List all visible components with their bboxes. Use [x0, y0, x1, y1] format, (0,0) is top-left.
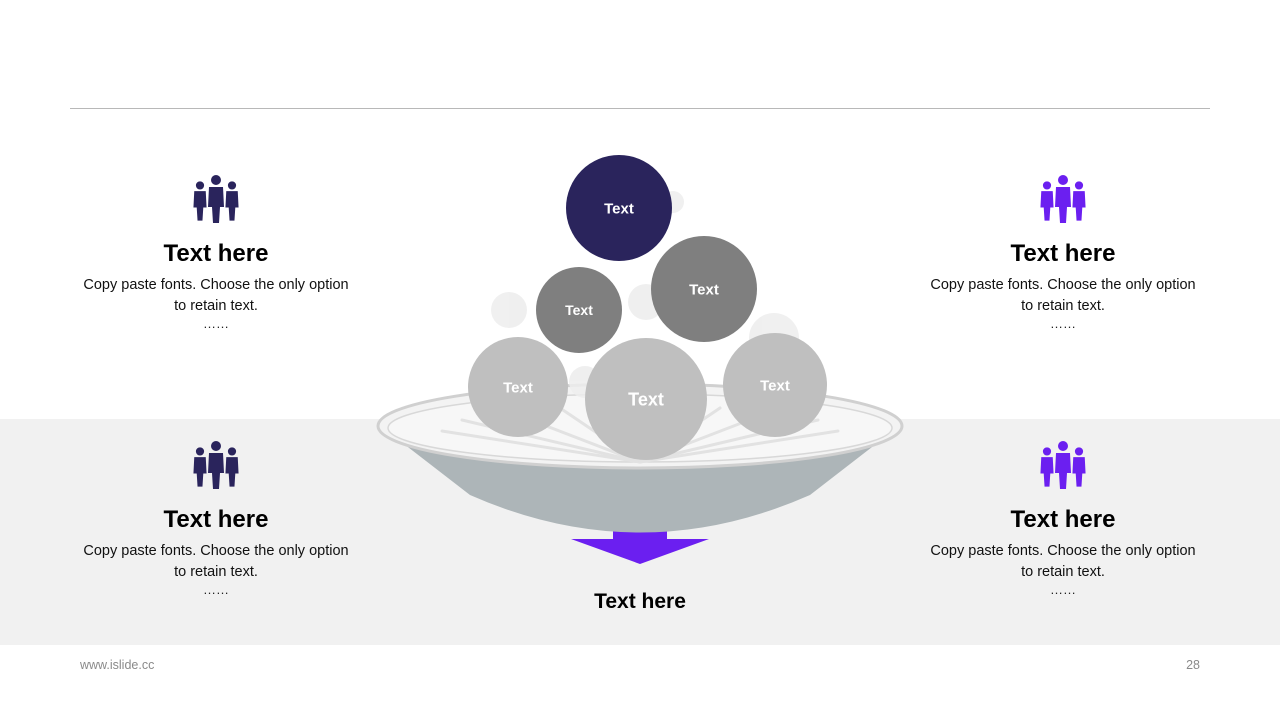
- block-description: Copy paste fonts. Choose the only option…: [930, 543, 1196, 580]
- footer-url[interactable]: www.islide.cc: [80, 658, 155, 672]
- ball-2: [536, 267, 622, 353]
- text-block-bottom-left: Text here Copy paste fonts. Choose the o…: [80, 440, 352, 597]
- team-icon-shape: [193, 441, 239, 489]
- page-number: 28: [1186, 658, 1200, 672]
- text-block-bottom-right: Text here Copy paste fonts. Choose the o…: [927, 440, 1199, 597]
- block-description: Copy paste fonts. Choose the only option…: [930, 277, 1196, 314]
- ball-label-5: Text: [628, 389, 664, 409]
- funnel-output-label: Text here: [594, 590, 686, 613]
- text-block-top-right: Text here Copy paste fonts. Choose the o…: [927, 174, 1199, 331]
- block-ellipsis: ……: [203, 582, 229, 597]
- header-divider: [70, 108, 1210, 109]
- block-ellipsis: ……: [1050, 582, 1076, 597]
- ball-label-3: Text: [689, 281, 719, 298]
- block-description: Copy paste fonts. Choose the only option…: [83, 543, 349, 580]
- ball-label-6: Text: [760, 377, 790, 394]
- team-icon: [193, 175, 239, 223]
- block-description: Copy paste fonts. Choose the only option…: [83, 277, 349, 314]
- team-icon-shape: [1040, 441, 1086, 489]
- ball-3: [651, 236, 757, 342]
- ball-label-2: Text: [565, 302, 593, 318]
- output-arrow: [571, 522, 709, 564]
- text-block-top-left: Text here Copy paste fonts. Choose the o…: [80, 174, 352, 331]
- team-icon: [1040, 441, 1086, 489]
- block-title: Text here: [1010, 506, 1116, 533]
- block-title: Text here: [163, 240, 269, 267]
- team-icon: [193, 441, 239, 489]
- ball-1: [566, 155, 672, 261]
- team-icon-shape: [1040, 175, 1086, 223]
- block-title: Text here: [1010, 240, 1116, 267]
- block-ellipsis: ……: [1050, 316, 1076, 331]
- block-ellipsis: ……: [203, 316, 229, 331]
- ball-6: [723, 333, 827, 437]
- block-title: Text here: [163, 506, 269, 533]
- ball-label-1: Text: [604, 200, 634, 217]
- team-icon-shape: [193, 175, 239, 223]
- ball-label-4: Text: [503, 379, 533, 396]
- team-icon: [1040, 175, 1086, 223]
- ball-4: [468, 337, 568, 437]
- ball-5: [585, 338, 707, 460]
